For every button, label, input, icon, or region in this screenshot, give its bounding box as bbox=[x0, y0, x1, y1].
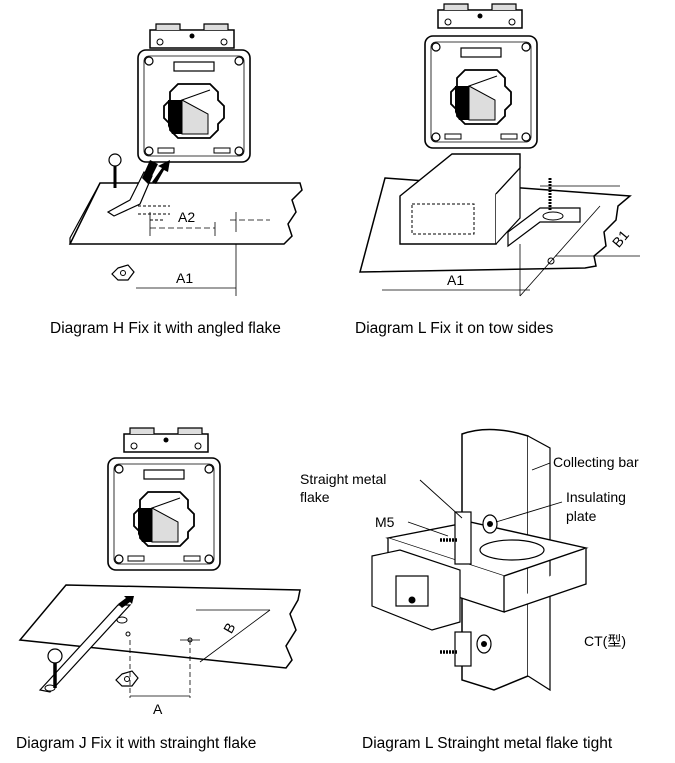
insulating-label: Insulating bbox=[566, 489, 626, 505]
caption-diagram-l-bottom: Diagram L Strainght metal flake tight bbox=[362, 735, 613, 752]
caption-diagram-l-top: Diagram L Fix it on tow sides bbox=[355, 320, 554, 337]
diagram-l-top: A1 B1 bbox=[359, 3, 640, 297]
dim-a1-label-h: A1 bbox=[176, 270, 193, 286]
ct-body-j bbox=[107, 427, 221, 571]
caption-diagram-h: Diagram H Fix it with angled flake bbox=[50, 320, 281, 337]
flake-label: flake bbox=[300, 489, 330, 505]
diagram-j: A B bbox=[18, 427, 301, 717]
diagram-h: A2 A1 bbox=[68, 23, 303, 296]
plate-label: plate bbox=[566, 508, 597, 524]
dim-a-label: A bbox=[153, 701, 163, 717]
m5-label: M5 bbox=[375, 514, 395, 530]
collecting-bar-label: Collecting bar bbox=[553, 454, 639, 470]
dim-a1-label-l: A1 bbox=[447, 272, 464, 288]
ct-model-label: CT(型) bbox=[584, 633, 626, 649]
dim-b1-label: B1 bbox=[609, 227, 632, 251]
dim-a2-label: A2 bbox=[178, 209, 195, 225]
straight-metal-label: Straight metal bbox=[300, 471, 386, 487]
ct-body-h bbox=[137, 23, 251, 163]
caption-diagram-j: Diagram J Fix it with strainght flake bbox=[16, 735, 257, 752]
ct-body-l-top bbox=[424, 3, 538, 149]
diagram-l-bottom: Straight metal flake M5 Collecting bar I… bbox=[300, 428, 639, 692]
